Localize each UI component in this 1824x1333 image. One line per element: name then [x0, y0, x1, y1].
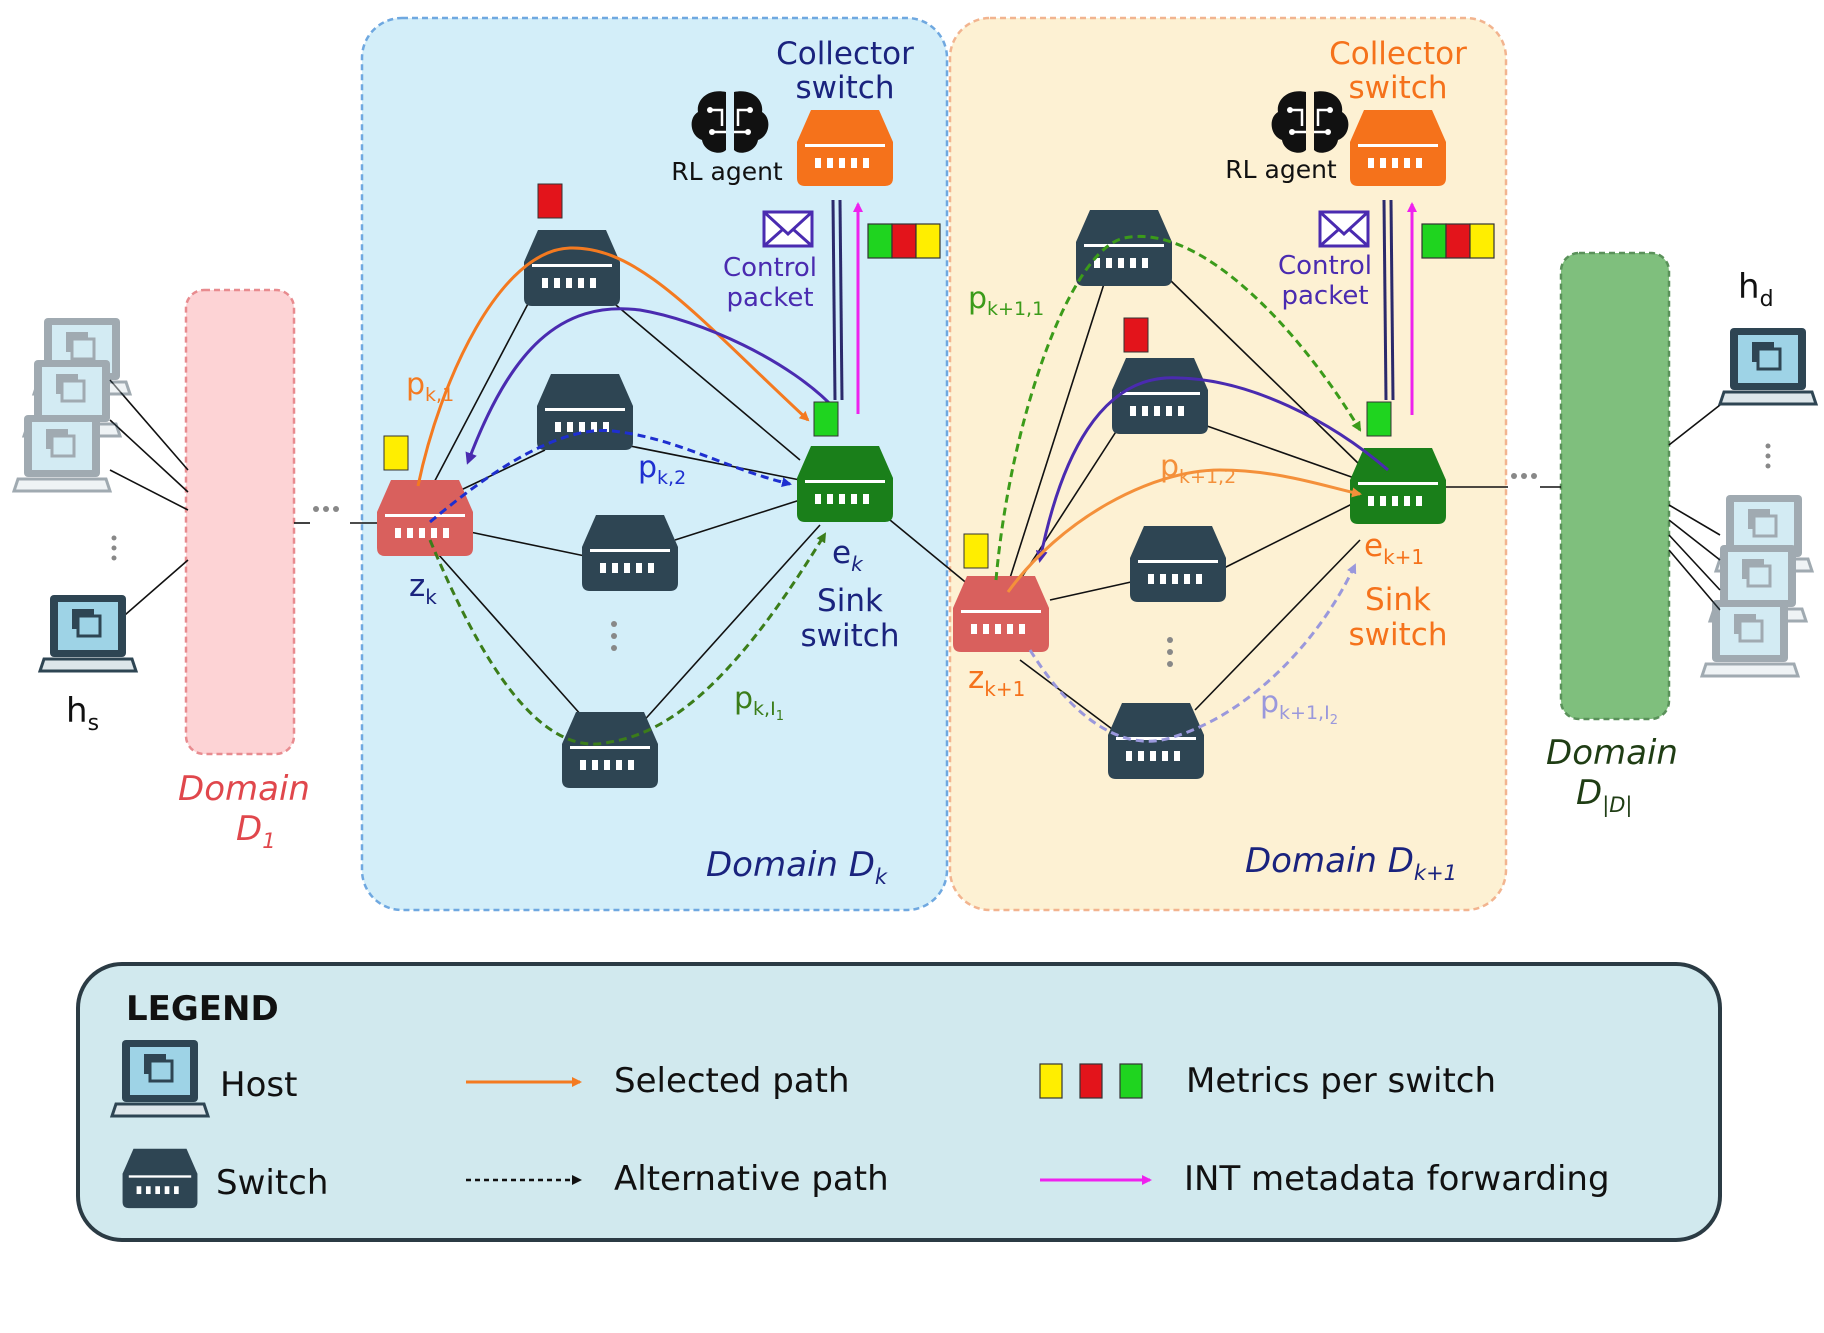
- collector-label-dk1-1: Collector: [1329, 36, 1467, 72]
- domain-1-box: [184, 288, 296, 756]
- envelope-icon: [762, 210, 814, 248]
- ellipsis-dots: [111, 443, 1771, 667]
- switch-dk-bottom: [562, 712, 658, 788]
- collector-label-dk1-2: switch: [1349, 70, 1448, 106]
- switch-dk-3: [582, 515, 678, 591]
- metrics-stack-dk1: [1421, 223, 1495, 259]
- dest-host-stack: [1700, 493, 1814, 678]
- path-pkI1-alt: [428, 532, 827, 746]
- ek-label: ek: [832, 535, 864, 576]
- ingress-switch-zk1: [953, 576, 1049, 652]
- ek1-label: ek+1: [1364, 528, 1424, 569]
- metric-badge-green-ek: [813, 401, 839, 437]
- path-pk11-alt: [994, 234, 1362, 581]
- rl-agent-label-dk1: RL agent: [1225, 155, 1337, 184]
- domain-1-label-line1: Domain: [178, 769, 310, 809]
- pk1-label: pk,1: [406, 367, 454, 406]
- legend-selected-label: Selected path: [614, 1061, 850, 1101]
- control-links-dk1: [1382, 199, 1395, 401]
- legend-metrics-label: Metrics per switch: [1186, 1061, 1496, 1101]
- dk-labels: Collector switch RL agent Control packet…: [671, 36, 914, 654]
- pk11-label: pk+1,1: [968, 281, 1044, 320]
- legend-alternative-label: Alternative path: [614, 1159, 889, 1199]
- path-control-return-dk1: [1035, 376, 1389, 563]
- control-label-dk1-2: packet: [1281, 281, 1368, 311]
- domain-k1-label: Domain Dk+1: [1245, 841, 1457, 885]
- sink-label-dk-2: switch: [801, 618, 900, 654]
- domain-last-label-line2: D|D|: [1576, 773, 1633, 818]
- switch-dk-2: [537, 374, 633, 450]
- path-control-return-dk: [465, 307, 838, 465]
- collector-label-dk-1: Collector: [776, 36, 914, 72]
- legend-switch-label: Switch: [216, 1163, 328, 1203]
- rl-agent-label-dk: RL agent: [671, 157, 783, 186]
- collector-switch-dk1: [1350, 110, 1446, 186]
- dest-host-label: hd: [1738, 267, 1774, 312]
- switch-dk1-top: [1076, 210, 1172, 286]
- legend-title: LEGEND: [126, 989, 279, 1029]
- source-host-stack: [12, 316, 132, 493]
- domain-last-label-line1: Domain: [1546, 733, 1678, 773]
- metric-badge-yellow-zk1: [963, 533, 989, 569]
- switch-dk1-2: [1112, 358, 1208, 434]
- zk-label: zk: [409, 568, 437, 609]
- control-label-dk1-1: Control: [1278, 251, 1372, 281]
- sink-switch-ek: [797, 446, 893, 522]
- switch-dk-top: [524, 230, 620, 306]
- metric-badge-yellow-zk: [383, 435, 409, 471]
- path-pk12-selected: [1006, 468, 1362, 593]
- legend-host-icon: [110, 1038, 210, 1118]
- metrics-stack-dk: [867, 223, 941, 259]
- sink-label-dk1-1: Sink: [1365, 582, 1431, 618]
- metric-badge-green-ek1: [1366, 401, 1392, 437]
- legend-int-label: INT metadata forwarding: [1184, 1159, 1610, 1199]
- sink-label-dk1-2: switch: [1349, 617, 1448, 653]
- brain-icon: [691, 91, 769, 153]
- path-pk2-alt: [429, 429, 792, 524]
- source-host: [38, 593, 138, 673]
- zk1-label: zk+1: [968, 660, 1025, 701]
- ingress-switch-zk: [377, 480, 473, 556]
- sink-switch-ek1: [1350, 448, 1446, 524]
- legend-host-label: Host: [220, 1065, 297, 1105]
- metric-badge-red-dk: [537, 183, 563, 219]
- legend-box: [76, 962, 1722, 1242]
- pkI1-label: pk,I1: [734, 681, 784, 724]
- source-host-label: hs: [66, 691, 99, 736]
- dest-host: [1718, 326, 1818, 406]
- control-links-dk: [831, 199, 844, 401]
- domain-last-box: [1559, 251, 1671, 721]
- brain-icon: [1271, 91, 1349, 153]
- dk1-labels: Collector switch RL agent Control packet…: [1225, 36, 1467, 653]
- pk12-label: pk+1,2: [1160, 449, 1236, 488]
- legend-metrics-icons: [1039, 1063, 1143, 1099]
- switch-dk1-3: [1130, 526, 1226, 602]
- collector-label-dk-2: switch: [796, 70, 895, 106]
- legend-switch-icon: [122, 1148, 198, 1209]
- domain-1-label-line2: D1: [236, 809, 276, 853]
- control-label-dk-2: packet: [726, 283, 813, 313]
- sink-label-dk-1: Sink: [817, 583, 883, 619]
- metric-badge-red-dk1: [1123, 317, 1149, 353]
- envelope-icon: [1318, 210, 1370, 248]
- pk2-label: pk,2: [638, 450, 686, 489]
- collector-switch-dk: [797, 110, 893, 186]
- control-label-dk-1: Control: [723, 253, 817, 283]
- domain-k-label: Domain Dk: [706, 845, 888, 889]
- path-pk1I2-alt: [1028, 563, 1357, 743]
- pk1I2-label: pk+1,I2: [1260, 685, 1338, 728]
